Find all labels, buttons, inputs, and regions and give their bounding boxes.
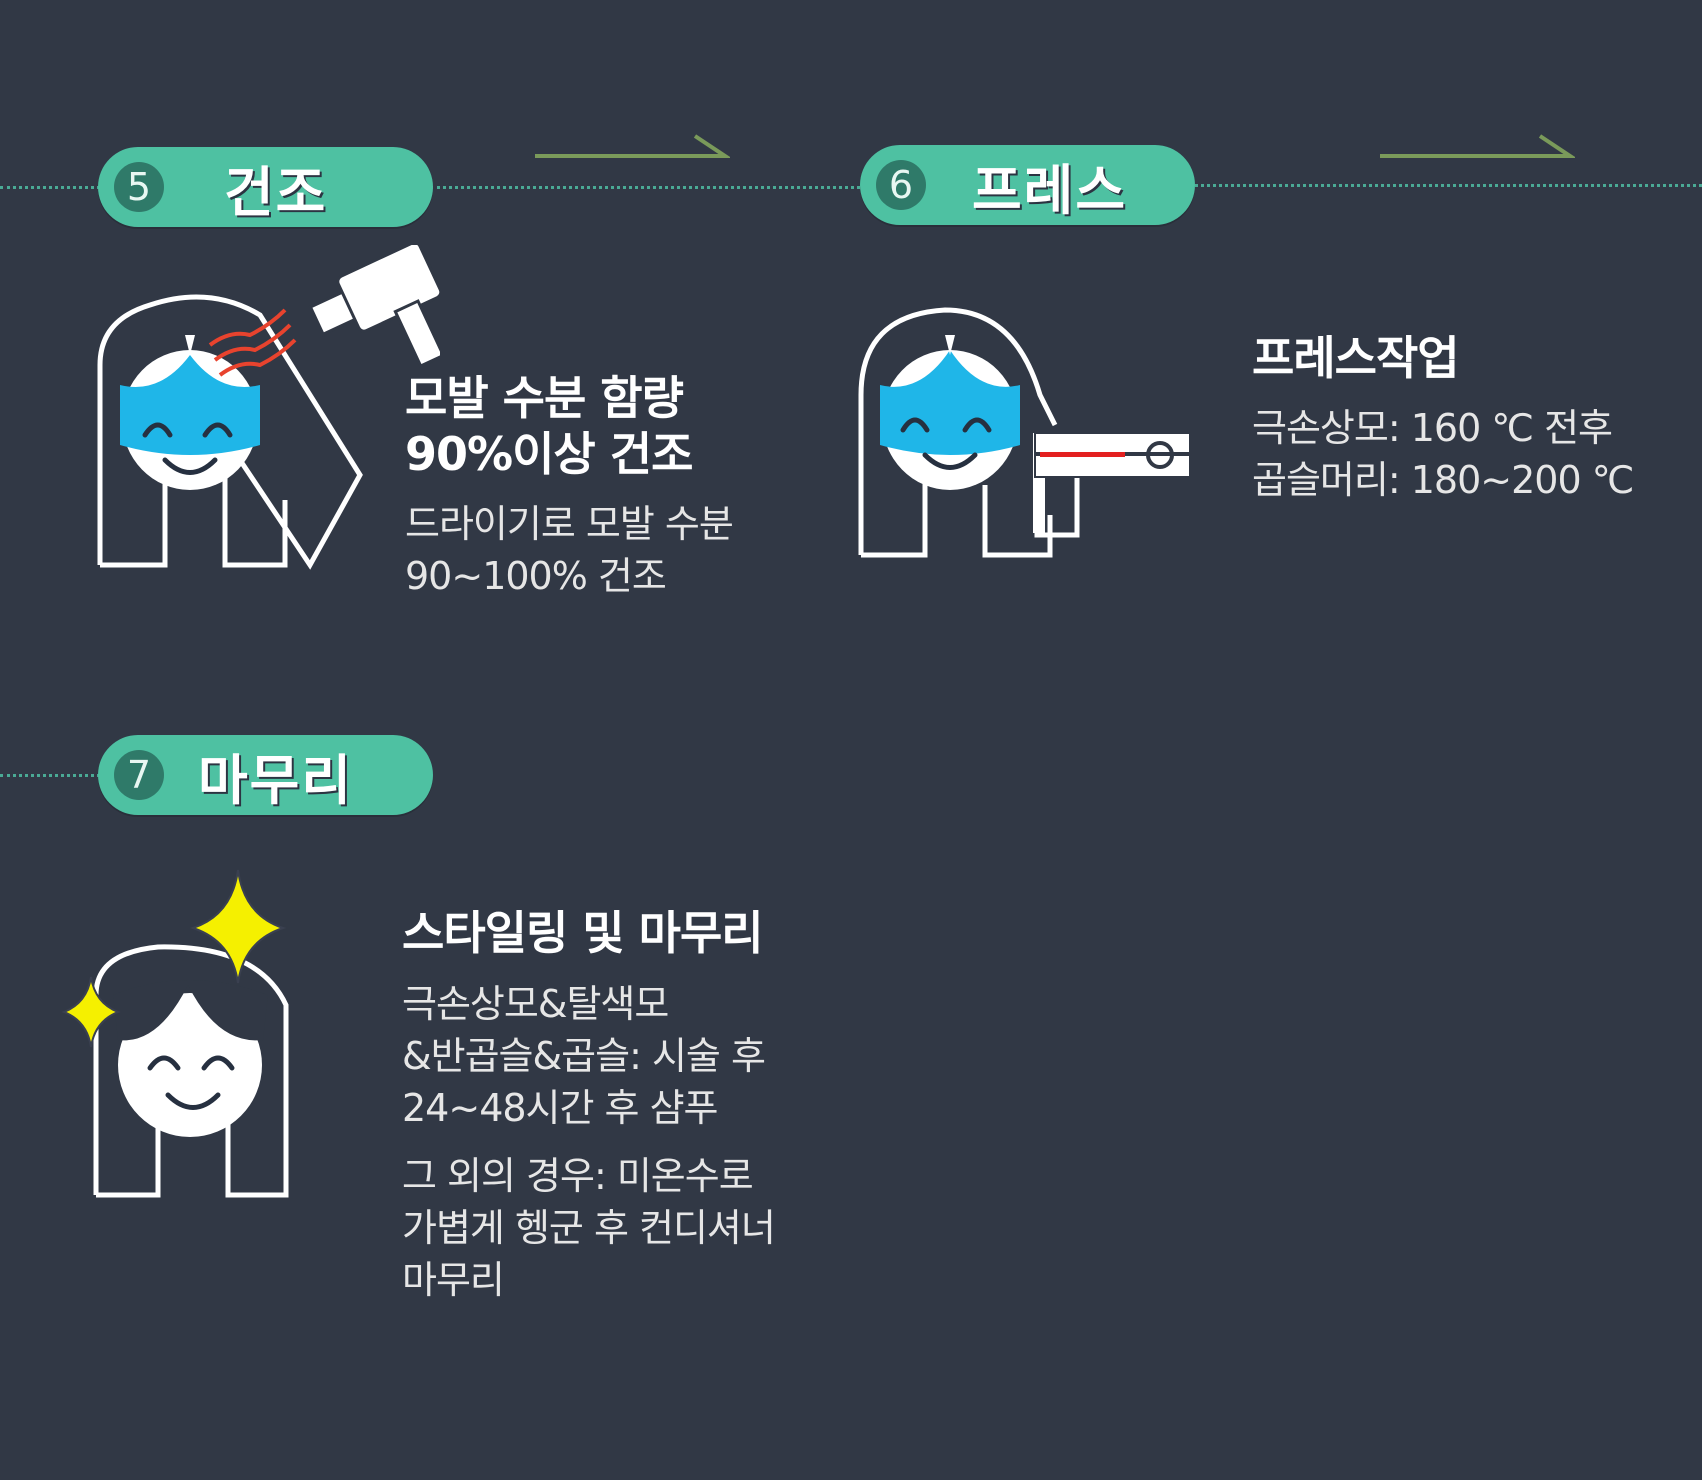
step-5-badge: 5 건조 <box>98 147 433 227</box>
hair-dryer-icon <box>308 245 440 368</box>
step-number: 6 <box>876 160 926 210</box>
woman-drying-hair-illustration <box>97 245 440 570</box>
timeline-line <box>0 186 100 189</box>
step-7-description-other: 그 외의 경우: 미온수로 가볍게 헹군 후 컨디셔너 마무리 <box>402 1150 776 1306</box>
timeline-line <box>430 186 860 189</box>
woman-sparkle-illustration <box>61 869 289 1198</box>
step-7-badge: 7 마무리 <box>98 735 433 815</box>
arrow-right-icon <box>1380 134 1575 158</box>
description-line: 그 외의 경우: 미온수로 <box>402 1154 754 1198</box>
description-line: 극손상모&탈색모 <box>402 982 669 1026</box>
description-line: 극손상모: 160 ℃ 전후 <box>1252 406 1613 450</box>
description-line: 곱슬머리: 180~200 ℃ <box>1252 458 1634 502</box>
heading-line: 스타일링 및 마무리 <box>402 906 764 960</box>
description-line: 90~100% 건조 <box>405 554 667 598</box>
heat-waves-icon <box>208 308 297 377</box>
heading-line: 90%이상 건조 <box>405 427 693 481</box>
step-5-description: 드라이기로 모발 수분 90~100% 건조 <box>405 498 734 602</box>
step-title: 마무리 <box>198 748 354 812</box>
step-7-description: 극손상모&탈색모 &반곱슬&곱슬: 시술 후 24~48시간 후 샴푸 <box>402 978 766 1134</box>
step-6-description: 극손상모: 160 ℃ 전후 곱슬머리: 180~200 ℃ <box>1252 402 1634 506</box>
heading-line: 모발 수분 함량 <box>405 371 684 425</box>
step-6-heading: 프레스작업 <box>1252 330 1460 386</box>
step-title: 프레스 <box>972 158 1128 222</box>
arrow-right-icon <box>535 134 730 158</box>
flat-iron-icon <box>1033 432 1191 538</box>
description-line: 마무리 <box>402 1258 505 1302</box>
step-5-heading: 모발 수분 함량 90%이상 건조 <box>405 370 693 482</box>
description-line: 가볍게 헹군 후 컨디셔너 <box>402 1206 776 1250</box>
step-number: 5 <box>114 162 164 212</box>
step-number: 7 <box>114 750 164 800</box>
timeline-line <box>0 774 100 777</box>
timeline-line <box>1190 184 1702 187</box>
step-6-badge: 6 프레스 <box>860 145 1195 225</box>
step-title: 건조 <box>224 160 328 224</box>
description-line: 24~48시간 후 샴푸 <box>402 1086 719 1130</box>
sparkle-icon <box>61 869 287 1048</box>
description-line: 드라이기로 모발 수분 <box>405 502 734 546</box>
woman-flat-iron-illustration <box>858 307 1191 558</box>
description-line: &반곱슬&곱슬: 시술 후 <box>402 1034 766 1078</box>
heading-line: 프레스작업 <box>1252 331 1460 385</box>
step-7-heading: 스타일링 및 마무리 <box>402 905 764 961</box>
